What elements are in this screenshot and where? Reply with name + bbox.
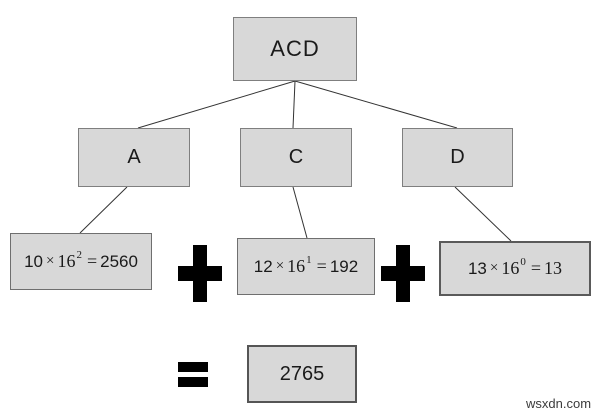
digit-label-a: A [127,146,141,168]
term-result: 2560 [100,251,138,271]
digit-node-d: D [402,128,513,187]
term-base: 16 [287,256,306,276]
watermark: wsxdn.com [526,396,592,411]
root-label: ACD [270,36,320,61]
equals-sign: = [316,256,327,276]
digit-node-c: C [240,128,352,187]
equals-sign: = [530,258,542,278]
connector-root-to-d [294,80,458,129]
term-exponent: 0 [520,255,526,268]
term-result: 192 [329,256,359,276]
equals-icon [178,362,208,387]
connector-d-to-term [454,186,512,242]
total-value: 2765 [279,362,325,385]
plus-horizontal-bar [178,266,222,281]
term-result: 13 [544,258,563,278]
multiply-sign: × [489,260,499,276]
equals-bottom-bar [178,377,208,387]
term-exponent: 2 [76,248,82,261]
term-coefficient: 12 [253,256,273,276]
term-base: 16 [501,258,520,278]
term-coefficient: 13 [467,258,487,278]
root-node: ACD [233,17,357,81]
plus-icon [381,245,425,302]
digit-label-c: C [288,146,304,168]
digit-node-a: A [78,128,190,187]
plus-icon [178,245,222,302]
connector-root-to-a [137,80,296,129]
connector-root-to-c [292,80,296,129]
multiply-sign: × [275,258,285,274]
digit-label-d: D [450,146,465,168]
plus-horizontal-bar [381,266,425,281]
connector-c-to-term [292,186,308,239]
term-base: 16 [57,251,76,271]
total-box: 2765 [247,345,357,403]
equals-sign: = [86,251,98,271]
connector-a-to-term [79,186,128,234]
multiply-sign: × [45,253,55,269]
term-exponent: 1 [306,253,312,266]
equals-top-bar [178,362,208,372]
term-coefficient: 10 [24,251,43,271]
